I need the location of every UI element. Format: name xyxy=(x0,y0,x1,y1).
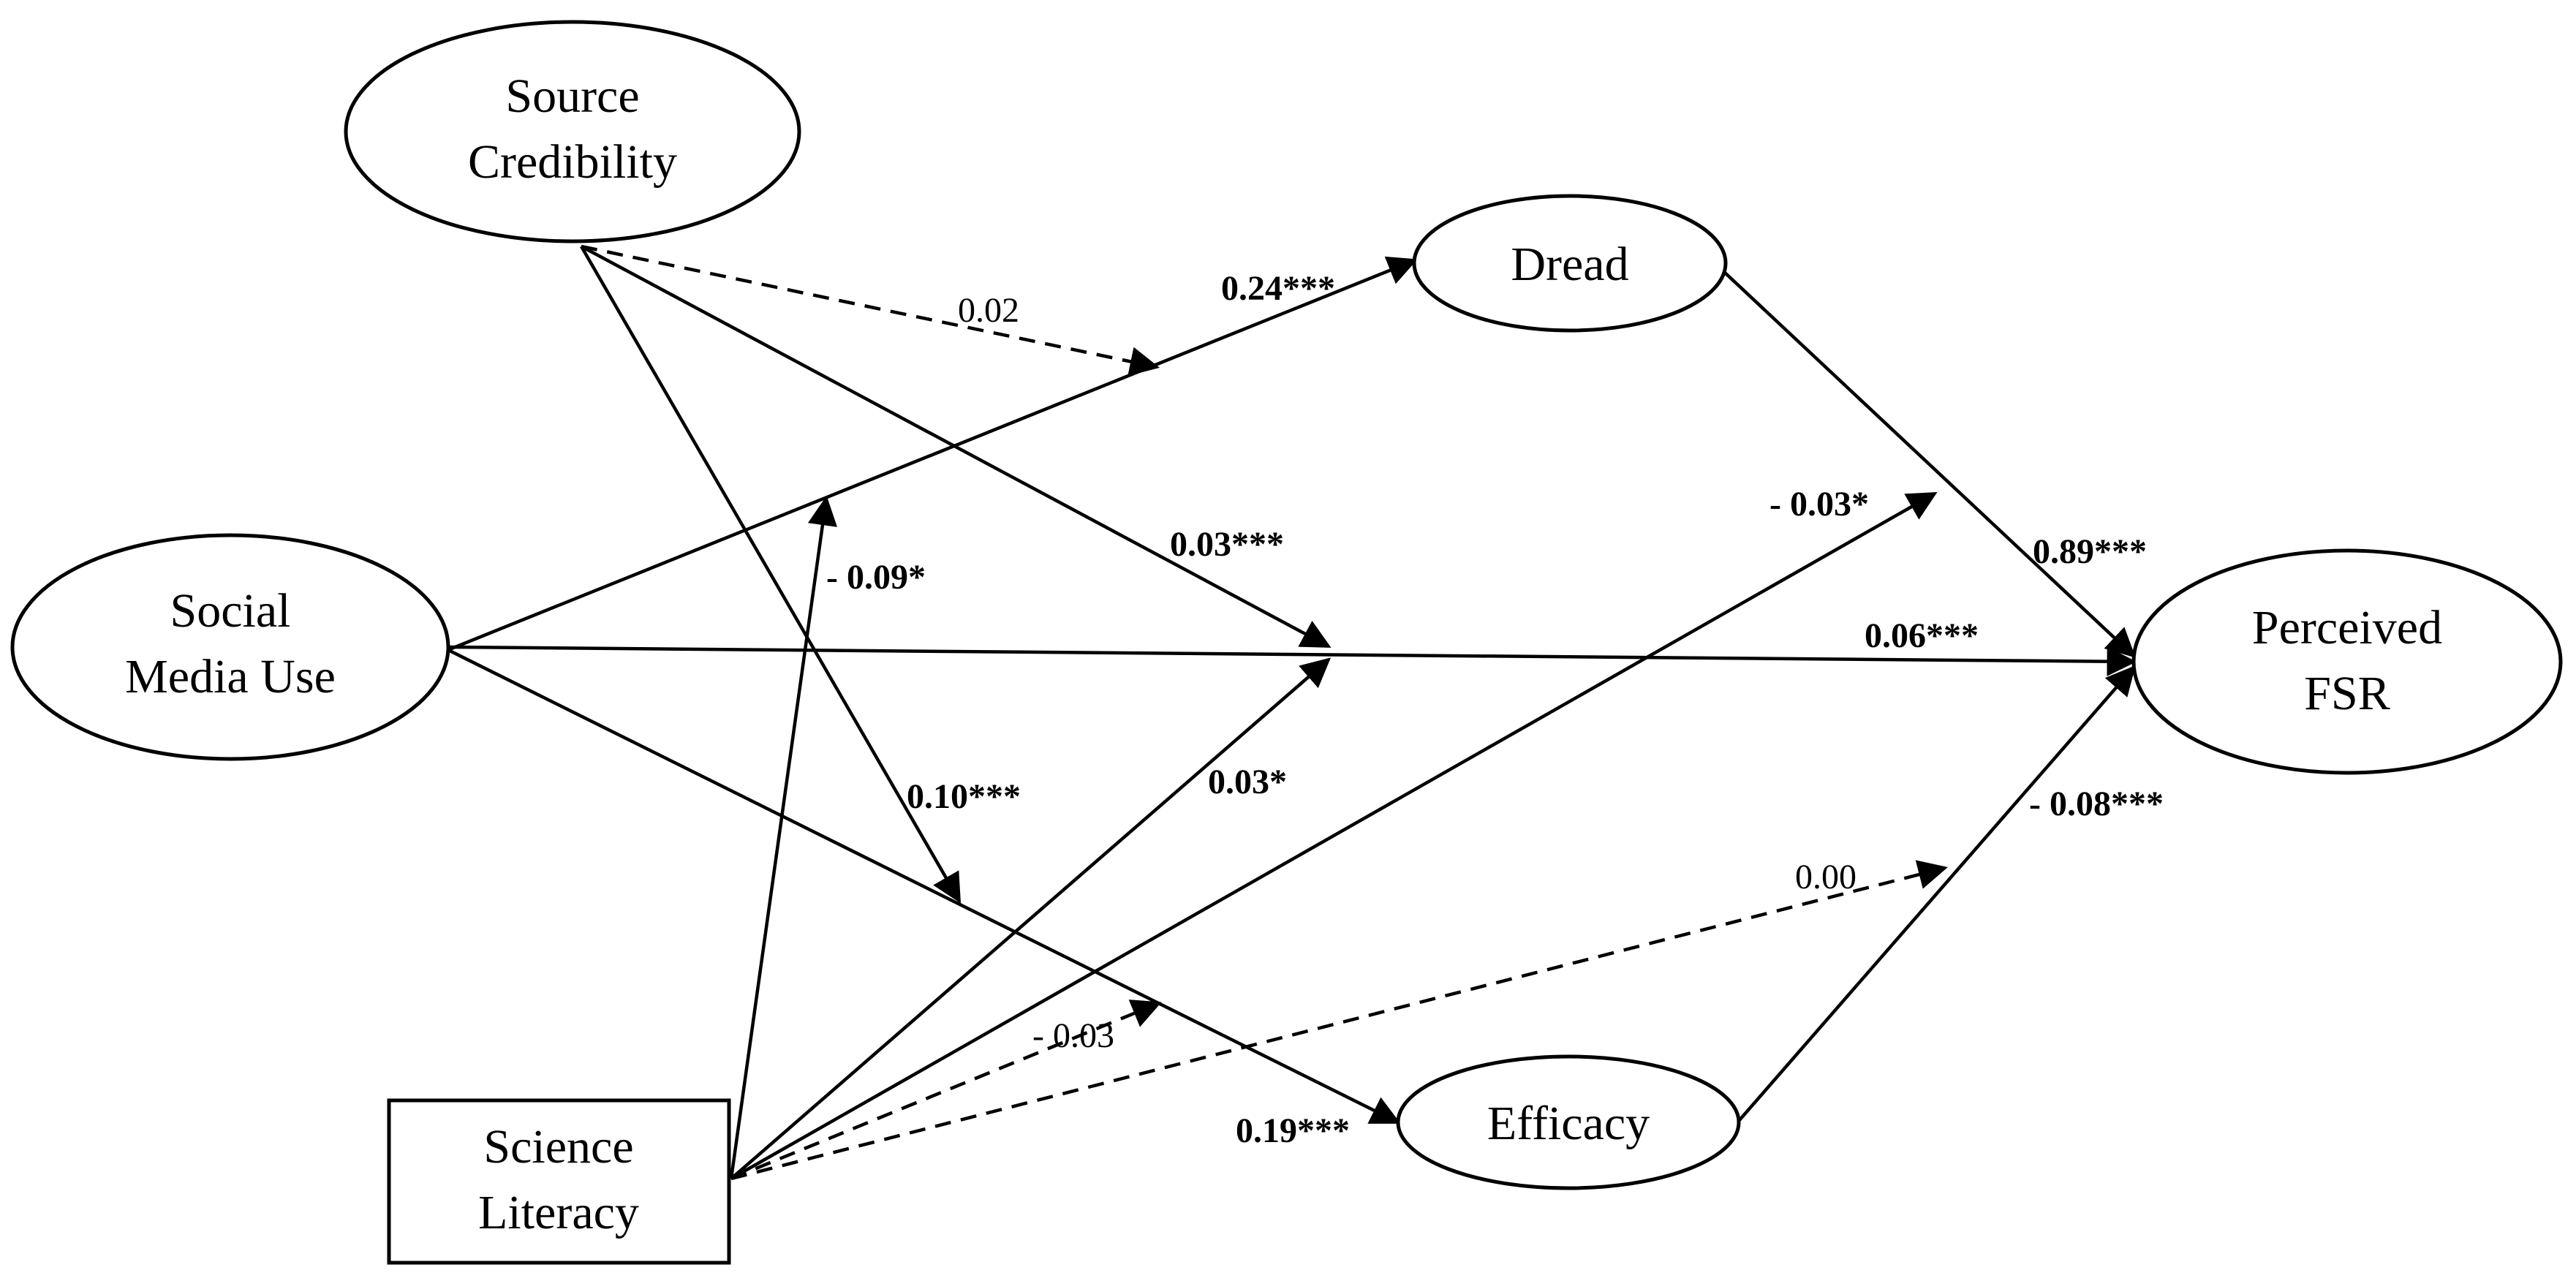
path-source-credibility-moderates-efficacy xyxy=(580,245,962,904)
path-social-media-use-to-efficacy xyxy=(448,649,1401,1125)
path-social-media-use-to-perceived-fsr xyxy=(449,645,2137,676)
node-label: Credibility xyxy=(468,135,677,189)
node-source-credibility: Source Credibility xyxy=(344,20,801,243)
coef-science-literacy-dread-fsr: - 0.03* xyxy=(1769,485,1869,524)
coef-social-media-use-fsr: 0.06*** xyxy=(1865,616,1979,655)
node-social-media-use: Social Media Use xyxy=(10,533,450,761)
coef-science-literacy-dread: - 0.09* xyxy=(826,558,926,597)
node-label: Efficacy xyxy=(1487,1097,1650,1150)
path-dread-to-perceived-fsr xyxy=(1723,271,2136,658)
node-label: Dread xyxy=(1511,238,1628,291)
node-perceived-fsr: Perceived FSR xyxy=(2131,548,2563,775)
coef-source-credibility-fsr: 0.03*** xyxy=(1170,525,1284,564)
coef-efficacy-fsr: - 0.08*** xyxy=(2029,785,2164,823)
coefficients: 0.24*** 0.02 0.03*** - 0.09* - 0.03* 0.8… xyxy=(826,269,2164,1150)
node-efficacy: Efficacy xyxy=(1396,1054,1741,1190)
coef-source-credibility-efficacy: 0.10*** xyxy=(907,777,1021,816)
coef-science-literacy-efficacy-fsr: 0.00 xyxy=(1795,858,1857,896)
node-label: Social xyxy=(170,584,291,638)
coef-source-credibility-dread: 0.02 xyxy=(958,291,1019,330)
coef-science-literacy-fsr: 0.03* xyxy=(1208,763,1287,801)
path-social-media-use-to-dread xyxy=(449,256,1418,651)
path-source-credibility-moderates-dread xyxy=(581,244,1160,377)
node-label: Media Use xyxy=(125,650,336,703)
coef-social-media-use-dread: 0.24*** xyxy=(1221,269,1335,308)
node-label: Science xyxy=(483,1120,633,1174)
coef-dread-fsr: 0.89*** xyxy=(2033,532,2147,571)
edges xyxy=(448,244,2137,1181)
path-science-literacy-moderates-dread xyxy=(729,495,838,1179)
node-science-literacy: Science Literacy xyxy=(387,1098,731,1265)
node-label: Source xyxy=(505,69,639,123)
path-science-literacy-moderates-fsr xyxy=(730,657,1332,1180)
coef-social-media-use-efficacy: 0.19*** xyxy=(1236,1111,1350,1150)
node-label: Literacy xyxy=(478,1186,639,1239)
node-label: Perceived xyxy=(2252,601,2442,654)
coef-science-literacy-efficacy: - 0.03 xyxy=(1032,1016,1114,1055)
path-science-literacy-moderates-dread-fsr xyxy=(730,491,1938,1180)
path-source-credibility-moderates-fsr xyxy=(580,245,1332,648)
node-dread: Dread xyxy=(1412,194,1728,333)
node-label: FSR xyxy=(2304,667,2390,720)
path-efficacy-to-perceived-fsr xyxy=(1737,665,2136,1122)
